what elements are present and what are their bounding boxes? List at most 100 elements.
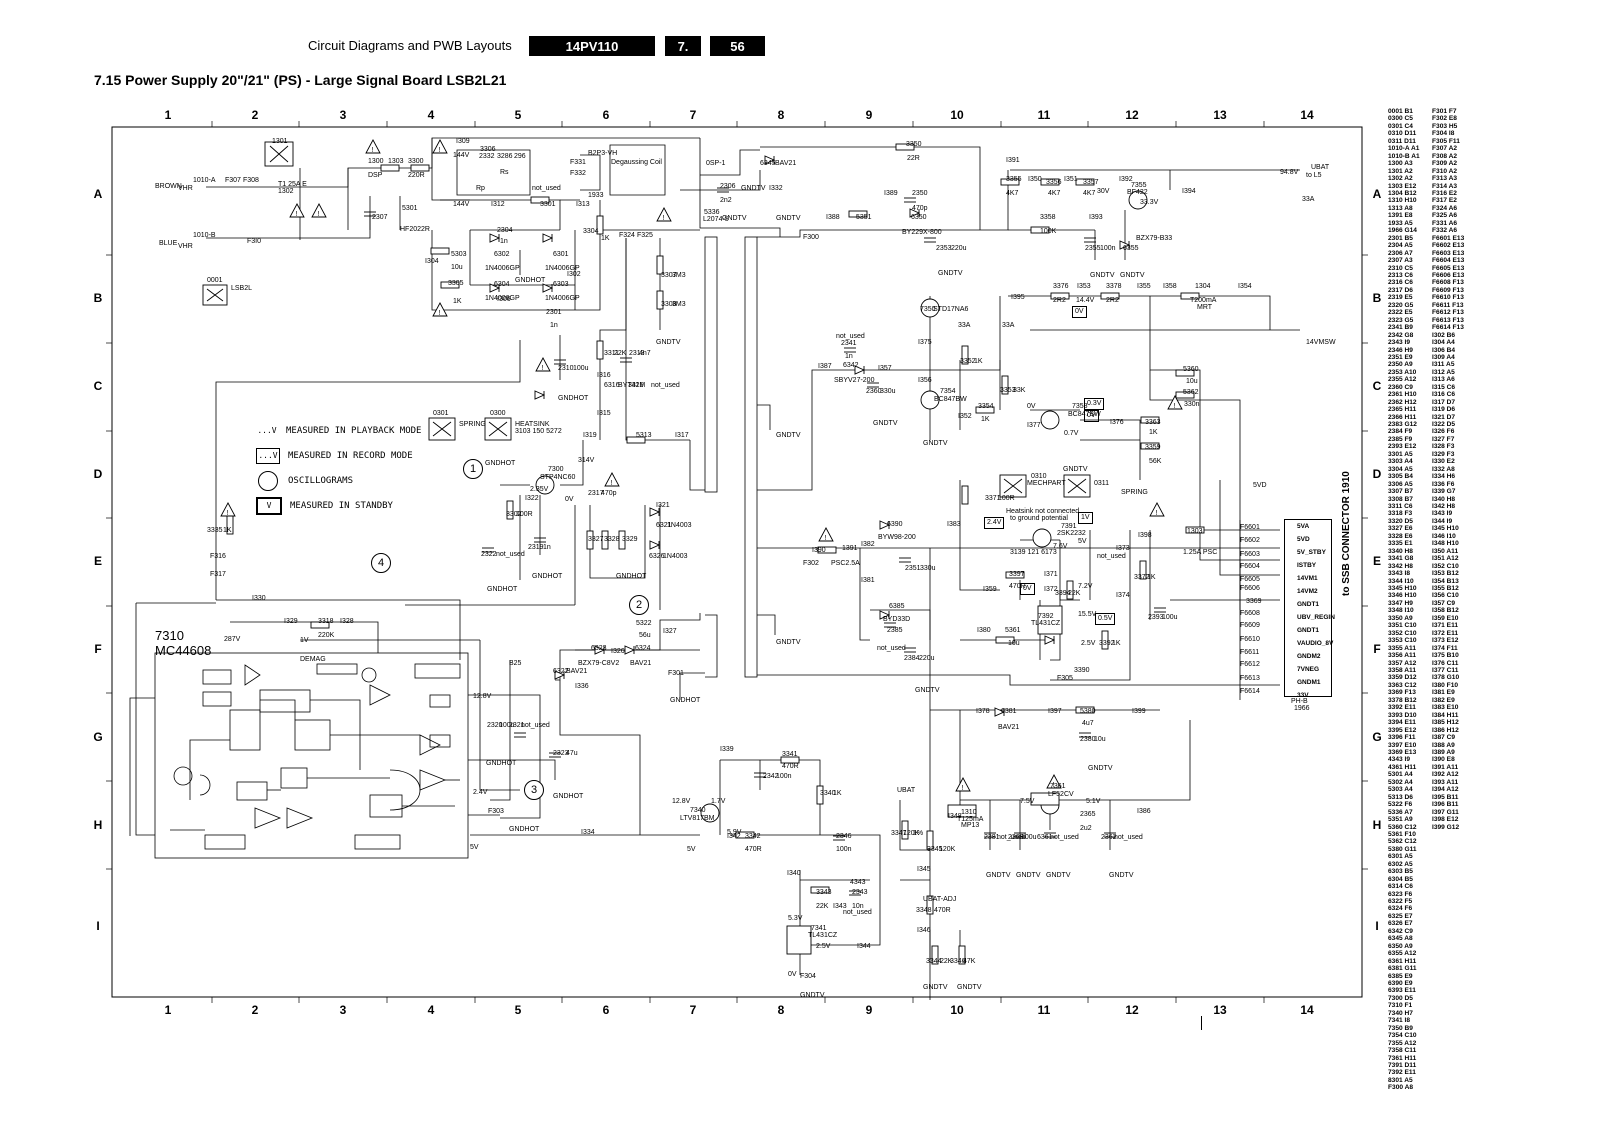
grid-row-letter: I xyxy=(96,919,100,933)
component-label: 3356 xyxy=(1046,179,1062,186)
component-label: GNDTV xyxy=(741,185,766,192)
index-entry: 3301 A5 xyxy=(1388,450,1413,458)
grid-row-letter: H xyxy=(1372,818,1382,832)
component-label: 2381 xyxy=(984,834,1000,841)
component-label: 2.35V xyxy=(530,486,549,493)
component-label: 2.5V xyxy=(816,943,831,950)
resistor-symbol xyxy=(440,281,460,289)
component-label: Heatsink not connected xyxy=(1006,508,1080,515)
component-label: 330u xyxy=(920,565,936,572)
transistor-symbol xyxy=(1128,190,1148,210)
component-label: 3103 150 5272 xyxy=(515,428,562,435)
component-label: BZX79-C8V2 xyxy=(578,660,620,667)
component-label: 7391 xyxy=(1061,523,1077,530)
grid-column-number: 5 xyxy=(514,108,522,122)
index-entry: I378 G10 xyxy=(1432,674,1460,682)
index-entry: 6322 F5 xyxy=(1388,898,1413,906)
component-label: I321 xyxy=(656,502,670,509)
component-label: LF52CV xyxy=(1048,791,1074,798)
component-label: MECHPART xyxy=(1027,480,1066,487)
component-label: BC847BW xyxy=(934,396,967,403)
component-label: 7300 xyxy=(548,466,564,473)
component-label: not_used xyxy=(997,834,1026,841)
safety-warning-icon xyxy=(1167,395,1183,410)
component-label: 330u xyxy=(880,388,896,395)
safety-warning-icon xyxy=(432,139,448,154)
component-label: 0.7V xyxy=(1064,430,1079,437)
component-label: I352 xyxy=(958,413,972,420)
index-entry: F307 A2 xyxy=(1432,145,1458,153)
component-label: 7.2V xyxy=(1078,583,1093,590)
component-label: 470p xyxy=(601,490,617,497)
index-entry: 2313 C6 xyxy=(1388,271,1413,279)
component-label: I389 xyxy=(884,190,898,197)
component-label: 4K7 xyxy=(1006,190,1019,197)
component-label: 2380 xyxy=(1080,736,1096,743)
safety-warning-icon xyxy=(289,203,305,218)
index-entry: 3358 A11 xyxy=(1388,666,1416,674)
legend-text: MEASURED IN STANDBY xyxy=(290,500,393,511)
component-label: 56u xyxy=(639,632,651,639)
component-label: 2320 xyxy=(487,722,503,729)
component-label: MP13 xyxy=(961,822,980,829)
index-entry: I315 C6 xyxy=(1432,383,1456,391)
component-label: 2322 xyxy=(481,551,497,558)
svg-text:!: ! xyxy=(1174,403,1176,410)
index-entry: 2316 C6 xyxy=(1388,279,1413,287)
spring-icon-2 xyxy=(1063,474,1091,498)
oscillogram-circle-icon xyxy=(258,470,278,491)
index-entry: 2307 A3 xyxy=(1388,257,1413,265)
index-entry: 6314 C6 xyxy=(1388,883,1413,891)
component-label: F316 xyxy=(210,553,226,560)
connector-pin: 5VA xyxy=(1297,523,1310,530)
component-label: 5360 xyxy=(1183,366,1199,373)
component-label: LSB2L xyxy=(231,285,253,292)
component-label: I316 xyxy=(597,372,611,379)
component-label: 6361 xyxy=(1037,834,1053,841)
component-label: F6604 xyxy=(1240,563,1260,570)
component-label: 470p xyxy=(912,205,928,212)
grid-row-letter: I xyxy=(1375,919,1379,933)
ic-ref: 7310 xyxy=(155,628,184,643)
component-label: GNDTV xyxy=(1088,765,1113,772)
grid-column-number: 13 xyxy=(1213,108,1227,122)
legend-text: MEASURED IN RECORD MODE xyxy=(288,450,413,461)
component-label: I348 xyxy=(948,813,962,820)
component-label: 2365 xyxy=(1080,811,1096,818)
grid-row-letter: H xyxy=(93,818,103,832)
grid-column-number: 12 xyxy=(1125,108,1139,122)
index-entry: I382 E9 xyxy=(1432,696,1455,704)
component-label: I322 xyxy=(525,495,539,502)
index-entry: I359 E10 xyxy=(1432,614,1459,622)
component-label: 3300 xyxy=(408,158,424,165)
component-label: T1 25A E xyxy=(278,181,307,188)
index-entry: 3335 E1 xyxy=(1388,540,1413,548)
component-label: GNDTV xyxy=(1046,872,1071,879)
svg-text:!: ! xyxy=(318,211,320,218)
component-label: 4n7 xyxy=(639,350,651,357)
component-label: 1303 xyxy=(1187,528,1203,535)
grid-row-letter: D xyxy=(93,467,103,481)
component-label: 2317 xyxy=(588,490,604,497)
index-entry: I334 H6 xyxy=(1432,473,1456,481)
grid-column-number: 11 xyxy=(1037,1003,1051,1017)
diode-symbol xyxy=(624,645,636,655)
resistor-symbol xyxy=(901,820,909,840)
index-entry: 6326 E7 xyxy=(1388,920,1413,928)
index-entry: 0301 C4 xyxy=(1388,122,1413,130)
component-label: GNDHOT xyxy=(558,395,589,402)
grid-column-number: 11 xyxy=(1037,108,1051,122)
component-label: 1K xyxy=(223,527,232,534)
component-label: 6345 xyxy=(760,160,776,167)
component-label: GNDTV xyxy=(776,432,801,439)
resistor-symbol xyxy=(926,830,934,850)
component-label: L2074-5 xyxy=(703,216,729,223)
safety-warning-icon xyxy=(1149,502,1165,517)
safety-warning-icon xyxy=(535,357,551,372)
index-entry: 3378 B12 xyxy=(1388,696,1417,704)
index-entry: 3344 I10 xyxy=(1388,577,1414,585)
standby-voltage-box: 0.3V xyxy=(1084,398,1105,410)
component-label: 3316 xyxy=(628,382,644,389)
component-label: 6326 xyxy=(649,553,665,560)
schematic-frame xyxy=(111,126,1363,998)
